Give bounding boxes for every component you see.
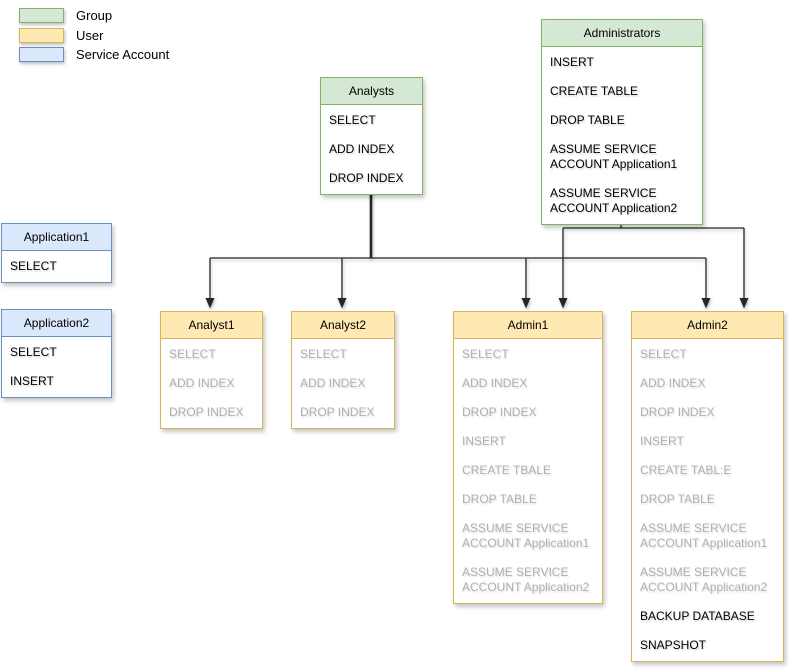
privilege-list: SELECT ADD INDEX DROP INDEX xyxy=(321,105,422,194)
user-color-swatch xyxy=(19,27,64,43)
group-node-analysts: Analysts SELECT ADD INDEX DROP INDEX xyxy=(320,77,423,195)
edge-arrowheads xyxy=(205,298,749,309)
privilege-item: ADD INDEX xyxy=(329,142,395,156)
privilege-item: ASSUME SERVICE ACCOUNT Application1 xyxy=(550,142,678,171)
legend-label: User xyxy=(76,27,104,43)
service-account-color-swatch xyxy=(19,46,64,62)
privilege-item: CREATE TBALE xyxy=(462,463,551,477)
privilege-list: SELECT ADD INDEX DROP INDEX INSERT CREATE TB… xyxy=(454,339,602,603)
privilege-item: CREATE TABL:E xyxy=(640,463,732,477)
privilege-item: BACKUP DATABASE xyxy=(640,609,755,623)
privilege-item: ADD INDEX xyxy=(169,376,235,390)
privilege-item: ADD INDEX xyxy=(462,376,528,390)
arrowhead-icon xyxy=(205,298,749,309)
privilege-list: SELECT INSERT xyxy=(2,337,111,397)
privilege-item: ASSUME SERVICE ACCOUNT Application1 xyxy=(640,521,768,550)
privilege-item: SELECT xyxy=(10,345,57,359)
service-account-node-application2: Application2 SELECT INSERT xyxy=(1,309,112,398)
privilege-item: SELECT xyxy=(640,347,687,361)
privilege-item: SNAPSHOT xyxy=(640,638,707,652)
legend-item-user: User xyxy=(19,27,103,43)
privilege-item: DROP INDEX xyxy=(329,171,404,185)
privilege-item: DROP INDEX xyxy=(462,405,537,419)
privilege-list: SELECT ADD INDEX DROP INDEX INSERT CREATE TA… xyxy=(632,339,783,661)
privilege-item: ADD INDEX xyxy=(300,376,366,390)
privilege-item: SELECT xyxy=(329,113,376,127)
node-title: Analyst2 xyxy=(292,312,394,339)
edge-analysts-bus xyxy=(209,257,707,300)
privilege-item: SELECT xyxy=(10,259,57,273)
privilege-item: DROP TABLE xyxy=(462,492,537,506)
user-node-admin2: Admin2 SELECT ADD INDEX DROP INDEX INSERT CR… xyxy=(631,311,784,662)
privilege-list: SELECT ADD INDEX DROP INDEX xyxy=(292,339,394,428)
privilege-list: SELECT ADD INDEX DROP INDEX xyxy=(161,339,262,428)
privilege-item: DROP INDEX xyxy=(169,405,244,419)
privilege-item: ASSUME SERVICE ACCOUNT Application2 xyxy=(640,565,768,594)
node-title: Administrators xyxy=(542,20,702,47)
node-title: Admin1 xyxy=(454,312,602,339)
privilege-item: DROP INDEX xyxy=(640,405,715,419)
user-node-admin1: Admin1 SELECT ADD INDEX DROP INDEX INSERT CR… xyxy=(453,311,603,604)
legend-item-service-account: Service Account xyxy=(19,46,169,62)
privilege-list: SELECT xyxy=(2,251,111,282)
privilege-item: INSERT xyxy=(640,434,684,448)
edges-analysts-group xyxy=(209,185,707,300)
privilege-item: SELECT xyxy=(169,347,216,361)
privilege-item: DROP TABLE xyxy=(550,113,625,127)
privilege-item: ADD INDEX xyxy=(640,376,706,390)
user-node-analyst2: Analyst2 SELECT ADD INDEX DROP INDEX xyxy=(291,311,395,429)
service-account-node-application1: Application1 SELECT xyxy=(1,223,112,283)
group-node-administrators: Administrators INSERT CREATE TABLE DROP TA… xyxy=(541,19,703,225)
privilege-item: INSERT xyxy=(550,55,594,69)
privilege-item: INSERT xyxy=(462,434,506,448)
privilege-item: ASSUME SERVICE ACCOUNT Application2 xyxy=(462,565,590,594)
privilege-item: SELECT xyxy=(462,347,509,361)
legend-label: Service Account xyxy=(76,46,170,62)
group-color-swatch xyxy=(19,7,64,23)
privilege-item: ASSUME SERVICE ACCOUNT Application2 xyxy=(550,186,678,215)
privilege-item: SELECT xyxy=(300,347,347,361)
legend-item-group: Group xyxy=(19,7,112,23)
legend-label: Group xyxy=(76,7,113,23)
privilege-item: DROP TABLE xyxy=(640,492,715,506)
node-title: Application2 xyxy=(2,310,111,337)
node-title: Analyst1 xyxy=(161,312,262,339)
node-title: Admin2 xyxy=(632,312,783,339)
privilege-item: INSERT xyxy=(10,374,54,388)
user-node-analyst1: Analyst1 SELECT ADD INDEX DROP INDEX xyxy=(160,311,263,429)
privilege-item: ASSUME SERVICE ACCOUNT Application1 xyxy=(462,521,590,550)
privilege-list: INSERT CREATE TABLE DROP TABLE ASSUME SERVI… xyxy=(542,47,702,224)
privilege-item: DROP INDEX xyxy=(300,405,375,419)
node-title: Analysts xyxy=(321,78,422,105)
node-title: Application1 xyxy=(2,224,111,251)
privilege-item: CREATE TABLE xyxy=(550,84,639,98)
